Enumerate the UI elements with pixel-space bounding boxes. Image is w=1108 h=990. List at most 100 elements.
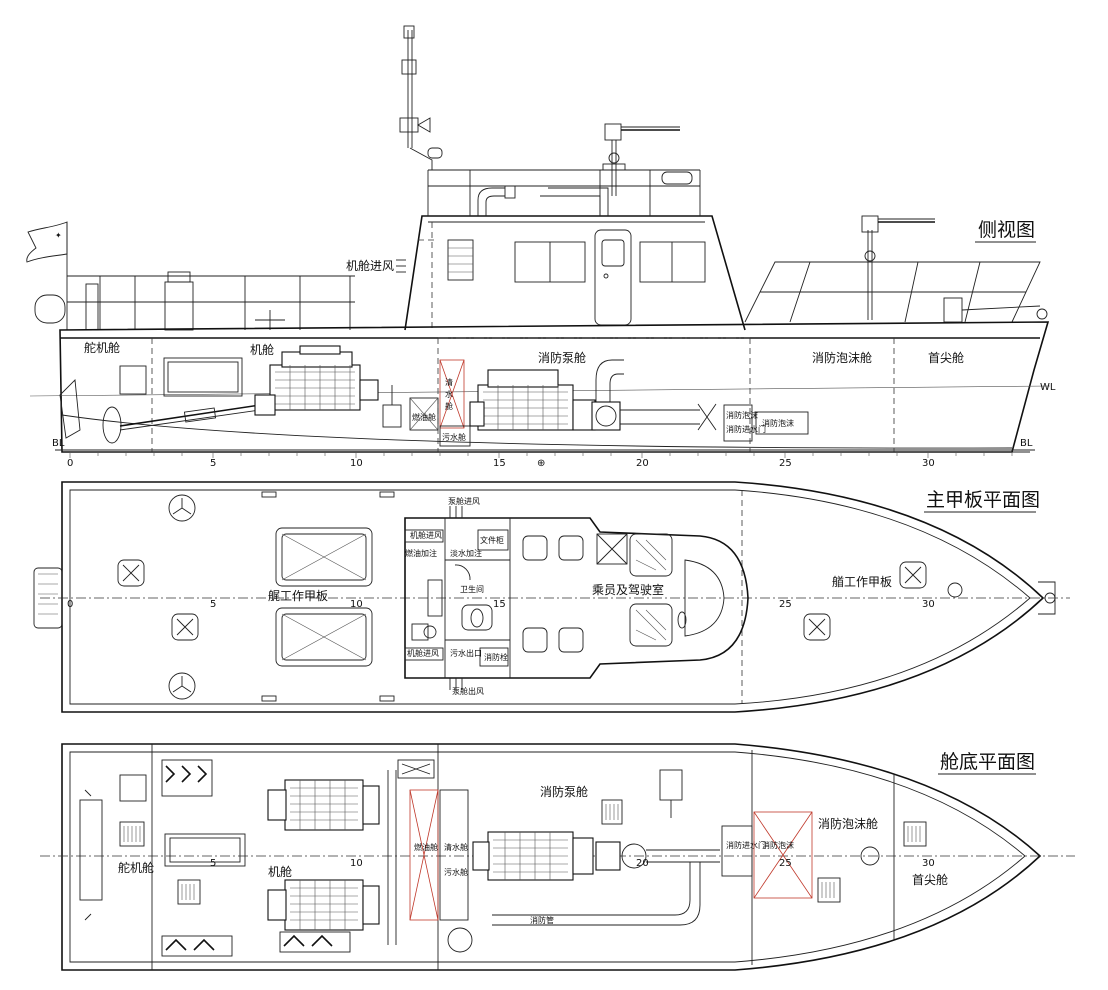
roof-exhaust-pipe bbox=[477, 187, 505, 216]
rudder bbox=[59, 379, 81, 439]
engine-hatch-stbd bbox=[275, 607, 373, 667]
fire-main-pipe bbox=[492, 862, 701, 926]
bottom-foam-tank-label: 消防泡沫舱 bbox=[818, 816, 878, 831]
main-engine-port-plan bbox=[267, 779, 380, 831]
stern-buoy bbox=[34, 294, 66, 324]
bottom-fore-peak-label: 首尖舱 bbox=[912, 873, 948, 887]
fuel-fill-label: 燃油加注 bbox=[405, 548, 437, 558]
engine-intake-2-label: 机舱进风 bbox=[407, 648, 439, 658]
side-frame-0: 0 bbox=[67, 458, 73, 469]
bottom-frame-25: 25 bbox=[779, 858, 792, 869]
fire-main-label: 消防管 bbox=[530, 915, 554, 925]
sewage-out-label: 污水出口 bbox=[450, 648, 482, 658]
side-sewage-tank-label: 污水舱 bbox=[442, 432, 466, 442]
bottom-plan: 燃油舱 清水舱 污水舱 消防管 消防进水门 消防泡沫 bbox=[40, 743, 1075, 971]
side-frame-30: 30 bbox=[922, 458, 935, 469]
svg-text:清: 清 bbox=[445, 377, 453, 387]
deck-bollard-stbd bbox=[168, 672, 196, 700]
sea-chest bbox=[447, 927, 473, 953]
bottom-plan-title: 舱底平面图 bbox=[940, 751, 1035, 773]
main-engine-side bbox=[254, 345, 379, 416]
engine-intake-plan-label: 机舱进风 bbox=[410, 530, 442, 540]
fuel-tank-stbd bbox=[161, 935, 233, 957]
steering-room-hatch bbox=[163, 357, 243, 397]
side-foam-small-label: 消防泡沫 bbox=[726, 410, 758, 420]
side-engine-room-label: 机舱 bbox=[250, 343, 274, 357]
fire-monitor-aft bbox=[602, 123, 680, 196]
windlass-plan bbox=[947, 582, 963, 598]
fwd-deck-label: 艏工作甲板 bbox=[832, 575, 892, 589]
deck-fairlead-fwd bbox=[803, 613, 831, 641]
side-fore-peak-label: 首尖舱 bbox=[928, 351, 964, 365]
file-cabinet-label: 文件柜 bbox=[480, 535, 504, 545]
pilot-seat-stbd bbox=[629, 603, 673, 647]
seat bbox=[558, 627, 584, 653]
bottom-engine-room-label: 机舱 bbox=[268, 865, 292, 879]
deck-fairlead-stbd bbox=[171, 613, 199, 641]
bottom-sewage-label: 污水舱 bbox=[444, 867, 468, 877]
seat bbox=[522, 627, 548, 653]
svg-text:水: 水 bbox=[445, 389, 453, 399]
bottom-frame-20: 20 bbox=[636, 858, 649, 869]
deck-plan-title: 主甲板平面图 bbox=[926, 489, 1040, 511]
side-door bbox=[594, 229, 632, 326]
aft-bollard bbox=[85, 283, 99, 331]
deck-frame-25: 25 bbox=[779, 599, 792, 610]
steering-gear bbox=[119, 365, 147, 395]
baseline-aft-label: BL bbox=[52, 438, 65, 449]
deck-frame-5: 5 bbox=[210, 599, 216, 610]
fire-hydrant-label: 消防栓 bbox=[484, 652, 508, 662]
side-frame-25: 25 bbox=[779, 458, 792, 469]
bottom-steering-room-label: 舵机舱 bbox=[118, 860, 154, 875]
seat bbox=[558, 535, 584, 561]
mast-light-1 bbox=[403, 25, 415, 39]
deck-frame-0: 0 bbox=[67, 599, 73, 610]
svg-text:⊕: ⊕ bbox=[537, 458, 545, 469]
wheelhouse bbox=[404, 215, 746, 331]
side-frame-10: 10 bbox=[350, 458, 363, 469]
toilet-label: 卫生间 bbox=[460, 584, 484, 594]
fire-pump-riser bbox=[595, 359, 624, 410]
toilet-fixture bbox=[461, 604, 493, 631]
baseline-fwd-label: BL bbox=[1020, 438, 1033, 449]
flag bbox=[26, 221, 68, 263]
bottom-clean-water-label: 清水舱 bbox=[444, 842, 468, 852]
steering-gear-plan bbox=[79, 799, 103, 901]
cabin-label: 乘员及驾驶室 bbox=[592, 582, 664, 597]
side-frame-5: 5 bbox=[210, 458, 216, 469]
helm-console bbox=[684, 559, 725, 637]
side-foam-tank-label: 消防泡沫舱 bbox=[812, 350, 872, 365]
horn bbox=[417, 117, 431, 133]
bottom-frame-5: 5 bbox=[210, 858, 216, 869]
svg-text:舱: 舱 bbox=[445, 401, 453, 411]
bottom-frame-30: 30 bbox=[922, 858, 935, 869]
pilot-seat-port bbox=[629, 533, 673, 577]
fire-pump bbox=[591, 401, 621, 431]
deck-bollard-port bbox=[168, 494, 196, 522]
fire-pump-plan bbox=[595, 841, 621, 871]
pump-exhaust-label: 泵舱出风 bbox=[452, 686, 484, 696]
side-frame-20: 20 bbox=[636, 458, 649, 469]
side-frame-15: 15 bbox=[493, 458, 506, 469]
side-window-fwd bbox=[639, 241, 706, 283]
svg-text:✦: ✦ bbox=[55, 231, 62, 240]
mast-light-2 bbox=[401, 59, 417, 75]
bottom-fire-pump-room-label: 消防泵舱 bbox=[540, 784, 588, 799]
fire-pump-engine-side bbox=[469, 369, 596, 431]
side-view-title: 侧视图 bbox=[978, 219, 1035, 241]
pump-intake-label: 泵舱进风 bbox=[448, 496, 480, 506]
deck-frame-30: 30 bbox=[922, 599, 935, 610]
seat bbox=[522, 535, 548, 561]
side-fuel-tank-label: 燃油舱 bbox=[412, 412, 436, 422]
svg-text:消防泡沫: 消防泡沫 bbox=[762, 418, 794, 428]
deck-outline bbox=[61, 481, 1045, 713]
anchor-windlass bbox=[943, 297, 963, 323]
side-engine-intake-label: 机舱进风 bbox=[346, 259, 394, 273]
fire-pump-engine-plan bbox=[472, 831, 594, 881]
vent-head bbox=[164, 281, 194, 331]
engine-hatch-port bbox=[275, 527, 373, 587]
waterline-label: WL bbox=[1040, 382, 1056, 393]
svg-text:燃油舱: 燃油舱 bbox=[414, 842, 438, 852]
wheelhouse-plan bbox=[404, 517, 749, 679]
